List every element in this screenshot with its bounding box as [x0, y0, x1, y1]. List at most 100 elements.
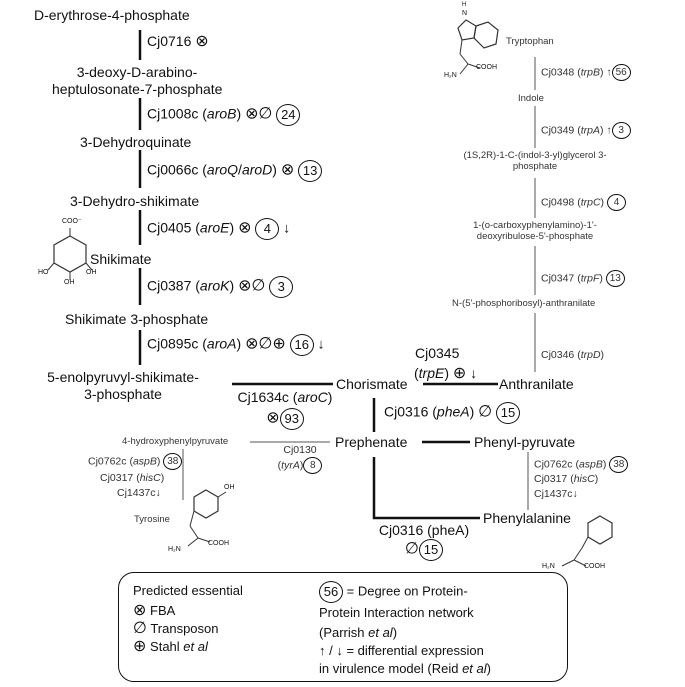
- gene-cj1634c-label: Cj1634c (aroC): [225, 389, 345, 406]
- essentiality-symbols: ⊗: [195, 33, 209, 50]
- gene-id: Cj0066c (: [147, 161, 207, 178]
- gene-close: ): [299, 458, 304, 471]
- gene-cj0130-annot: (tyrA)8: [270, 456, 330, 474]
- gene-close: ): [160, 472, 165, 484]
- gene-name: trpA: [580, 124, 600, 137]
- gene-cj0345: Cj0345: [415, 345, 460, 361]
- gene-id: Cj0349 (: [541, 124, 581, 137]
- gene-name: aroQ: [206, 161, 239, 178]
- gene-id: Cj0347 (: [541, 272, 581, 285]
- gene-close: ): [444, 365, 450, 381]
- compound-tryptophan: Tryptophan: [506, 36, 554, 47]
- gene-id: Cj0498 (: [541, 196, 581, 209]
- gene-close: ): [229, 219, 235, 236]
- gene-id: Cj0130: [283, 444, 317, 456]
- compound-dahp-line1: 3-deoxy-D-arabino-: [76, 64, 198, 80]
- gene-cj0345-annot: (trpE) ⊕ ↓: [414, 364, 477, 383]
- gene-close: ): [599, 66, 604, 79]
- compound-5-enolpyruvyl-shikimate-3-phosphate: 5-enolpyruvyl-shikimate- 3-phosphate: [18, 369, 228, 403]
- expression-arrow: ↑: [606, 66, 612, 79]
- gene-id: Cj0316 (: [384, 403, 437, 420]
- gene-open: (: [277, 458, 282, 471]
- compound-phosphoribosyl-anthranilate: N-(5'-phosphoribosyl)-anthranilate: [452, 298, 596, 309]
- gene-name: aroC: [297, 389, 328, 405]
- shikimate-oh2: OH: [86, 269, 97, 276]
- gene-name: aspB: [132, 455, 157, 468]
- essentiality-symbols: ∅: [405, 540, 419, 558]
- gene-id: Cj0317 (: [100, 472, 140, 484]
- essentiality-symbols: ⊗∅⊕: [245, 335, 286, 353]
- degree-badge: 4: [606, 194, 626, 211]
- essentiality-symbols: ⊗∅: [238, 277, 266, 295]
- gene-close: ): [469, 403, 475, 420]
- gene-name: trpF: [580, 272, 600, 285]
- gene-open: (: [414, 365, 419, 381]
- gene-close: ): [156, 455, 161, 468]
- gene-close: ): [327, 389, 333, 405]
- gene-name: trpD: [580, 349, 601, 361]
- gene-cj0130: Cj0130 (tyrA)8: [270, 444, 330, 474]
- compound-indole: Indole: [518, 93, 544, 104]
- expression-arrow: ↓: [572, 488, 578, 500]
- gene-id: Cj0716: [147, 33, 192, 49]
- degree-badge: 3: [269, 276, 294, 298]
- compound-line2: phosphate: [512, 161, 558, 173]
- compound-shikimate-3-phosphate: Shikimate 3-phosphate: [65, 311, 209, 327]
- compound-dahp: 3-deoxy-D-arabino- heptulosonate-7-phosp…: [52, 64, 222, 98]
- gene-cj1008c: Cj1008c (aroB) ⊗∅ 24: [147, 104, 301, 126]
- expression-arrow: ↓: [470, 365, 478, 381]
- compound-anthranilate: Anthranilate: [499, 376, 574, 392]
- gene-cj0066c: Cj0066c (aroQ/aroD) ⊗ 13: [147, 160, 323, 182]
- compound-indolylglycerol-3-phosphate: (1S,2R)-1-C-(indol-3-yl)glycerol 3- phos…: [445, 150, 625, 173]
- gene-cj0387: Cj0387 (aroK) ⊗∅ 3: [147, 276, 294, 298]
- expression-arrow: ↓: [283, 219, 291, 236]
- gene-cj1437c-phe: Cj1437c↓: [534, 488, 578, 501]
- gene-close: ): [600, 349, 605, 361]
- tryptophan-indole-icon: [457, 19, 499, 75]
- compound-phenyl-pyruvate: Phenyl-pyruvate: [474, 434, 576, 450]
- gene-name: hisC: [573, 473, 595, 485]
- gene-cj0317-phe: Cj0317 (hisC): [534, 473, 598, 486]
- tryptophan-structure: N H H₂N COOH: [438, 2, 508, 88]
- gene-id: Cj0762c (: [88, 455, 133, 468]
- gene-close: ): [272, 161, 277, 178]
- gene-cj0349: Cj0349 (trpA) ↑3: [541, 122, 631, 139]
- gene-name: hisC: [139, 472, 161, 484]
- gene-name: trpB: [580, 66, 600, 79]
- legend-transposon: ∅ Transposon: [133, 619, 219, 638]
- gene-id: Cj0895c (: [147, 335, 207, 352]
- shikimate-ho: HO: [38, 269, 49, 276]
- gene-id: Cj0387 (: [147, 277, 200, 294]
- compound-tyrosine: Tyrosine: [134, 514, 170, 525]
- gene-name: trpC: [580, 196, 601, 209]
- essentiality-symbols: ⊗: [238, 219, 252, 237]
- legend-parrish-open: (Parrish: [319, 625, 369, 640]
- degree-badge: 15: [496, 402, 521, 424]
- compound-line2: deoxyribulose-5'-phosphate: [476, 231, 594, 243]
- essentiality-symbols: ∅: [478, 403, 493, 421]
- gene-name: tyrA: [281, 458, 300, 471]
- gene-close: ): [236, 335, 242, 352]
- gene-cj0316-bottom: Cj0316 (pheA) ∅15: [365, 522, 483, 561]
- compound-cdrp: 1-(o-carboxyphenylamino)-1'- deoxyribulo…: [445, 220, 625, 243]
- degree-badge: 15: [418, 538, 443, 561]
- tryptophan-h2n: H₂N: [444, 72, 457, 79]
- phenylalanine-ring-icon: [561, 515, 613, 567]
- expression-arrow: ↓: [155, 487, 161, 499]
- tryptophan-h: H: [462, 2, 467, 8]
- gene-cj0346: Cj0346 (trpD): [541, 349, 604, 362]
- gene-close: ): [602, 458, 607, 471]
- gene-cj0316-bottom-annot: ∅15: [365, 538, 483, 561]
- gene-name: pheA: [436, 403, 470, 420]
- gene-cj0895c: Cj0895c (aroA) ⊗∅⊕ 16 ↓: [147, 334, 325, 356]
- gene-cj1437c-tyr: Cj1437c↓: [117, 487, 161, 500]
- legend-title: Predicted essential: [133, 583, 243, 598]
- compound-epsp-line2: 3-phosphate: [84, 385, 162, 402]
- degree-badge: 93: [279, 407, 304, 430]
- stahl-symbol-icon: ⊕: [133, 638, 147, 655]
- gene-cj0498: Cj0498 (trpC) 4: [541, 194, 626, 211]
- degree-badge: 3: [611, 122, 631, 139]
- gene-id: Cj1437c: [534, 488, 573, 500]
- legend-stahl-label: Stahl: [150, 639, 184, 654]
- gene-cj0716: Cj0716 ⊗: [147, 32, 209, 51]
